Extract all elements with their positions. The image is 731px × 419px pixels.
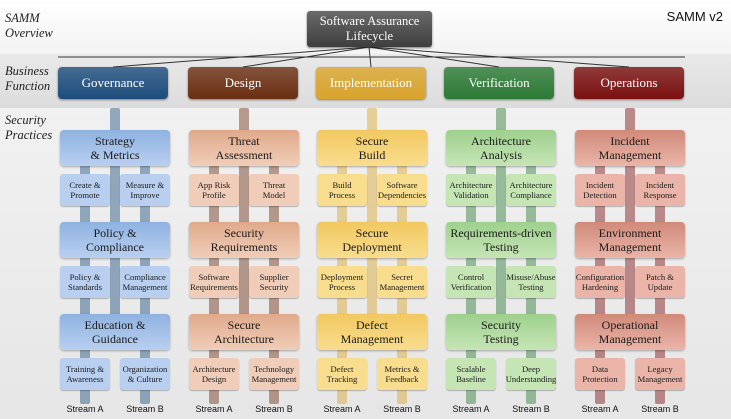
practice-incident-management: Incident Management [575,130,685,166]
stream-configuration-hardening: Configuration Hardening [575,266,625,298]
stream-footer-b: Stream B [383,404,421,414]
practice-policy-compliance: Policy & Compliance [60,222,170,258]
stream-architecture-validation: Architecture Validation [446,174,496,206]
stream-secret-management: Secret Management [377,266,427,298]
stream-footer-a: Stream A [66,404,104,414]
stream-control-verification: Control Verification [446,266,496,298]
stream-footer-b: Stream B [126,404,164,414]
stream-app-risk-profile: App Risk Profile [189,174,239,206]
stream-data-protection: Data Protection [575,358,625,390]
stream-architecture-design: Architecture Design [189,358,239,390]
practice-security-testing: Security Testing [446,314,556,350]
practice-requirements-driven-testing: Requirements-driven Testing [446,222,556,258]
practice-defect-management: Defect Management [317,314,427,350]
practice-operational-management: Operational Management [575,314,685,350]
practice-security-requirements: Security Requirements [189,222,299,258]
samm-version-label: SAMM v2 [666,9,723,24]
practice-secure-build: Secure Build [317,130,427,166]
stream-training-awareness: Training & Awareness [60,358,110,390]
stream-deployment-process: Deployment Process [317,266,367,298]
stream-compliance-management: Compliance Management [120,266,170,298]
stream-threat-model: Threat Model [249,174,299,206]
stream-incident-response: Incident Response [635,174,685,206]
stream-supplier-security: Supplier Security [249,266,299,298]
stream-footer-a: Stream A [323,404,361,414]
stream-footer-b: Stream B [641,404,679,414]
stream-policy-standards: Policy & Standards [60,266,110,298]
stream-footer-b: Stream B [255,404,293,414]
stream-software-dependencies: Software Dependencies [377,174,427,206]
stream-footer-b: Stream B [512,404,550,414]
stream-footer-a: Stream A [452,404,490,414]
practice-environment-management: Environment Management [575,222,685,258]
business-function-governance: Governance [58,67,168,99]
stream-create-promote: Create & Promote [60,174,110,206]
stream-footer-a: Stream A [581,404,619,414]
stream-scalable-baseline: Scalable Baseline [446,358,496,390]
software-assurance-lifecycle-node: Software Assurance Lifecycle [307,11,432,47]
business-function-label: Business Function [5,64,51,93]
practice-architecture-analysis: Architecture Analysis [446,130,556,166]
stream-misuse-abuse-testing: Misuse/Abuse Testing [506,266,556,298]
practice-threat-assessment: Threat Assessment [189,130,299,166]
stream-patch-update: Patch & Update [635,266,685,298]
practice-secure-deployment: Secure Deployment [317,222,427,258]
stream-measure-improve: Measure & Improve [120,174,170,206]
stream-defect-tracking: Defect Tracking [317,358,367,390]
business-function-operations: Operations [574,67,684,99]
stream-incident-detection: Incident Detection [575,174,625,206]
stream-build-process: Build Process [317,174,367,206]
business-function-verification: Verification [444,67,554,99]
business-function-design: Design [188,67,298,99]
stream-technology-management: Technology Management [249,358,299,390]
stream-software-requirements: Software Requirements [189,266,239,298]
stream-footer-a: Stream A [195,404,233,414]
samm-overview-label: SAMM Overview [5,11,53,40]
practice-strategy-metrics: Strategy & Metrics [60,130,170,166]
practice-secure-architecture: Secure Architecture [189,314,299,350]
stream-deep-understanding: Deep Understanding [506,358,556,390]
stream-metrics-feedback: Metrics & Feedback [377,358,427,390]
stream-architecture-compliance: Architecture Compliance [506,174,556,206]
security-practices-label: Security Practices [5,113,53,142]
stream-organization-culture: Organization & Culture [120,358,170,390]
practice-education-guidance: Education & Guidance [60,314,170,350]
business-function-implementation: Implementation [316,67,426,99]
stream-legacy-management: Legacy Management [635,358,685,390]
